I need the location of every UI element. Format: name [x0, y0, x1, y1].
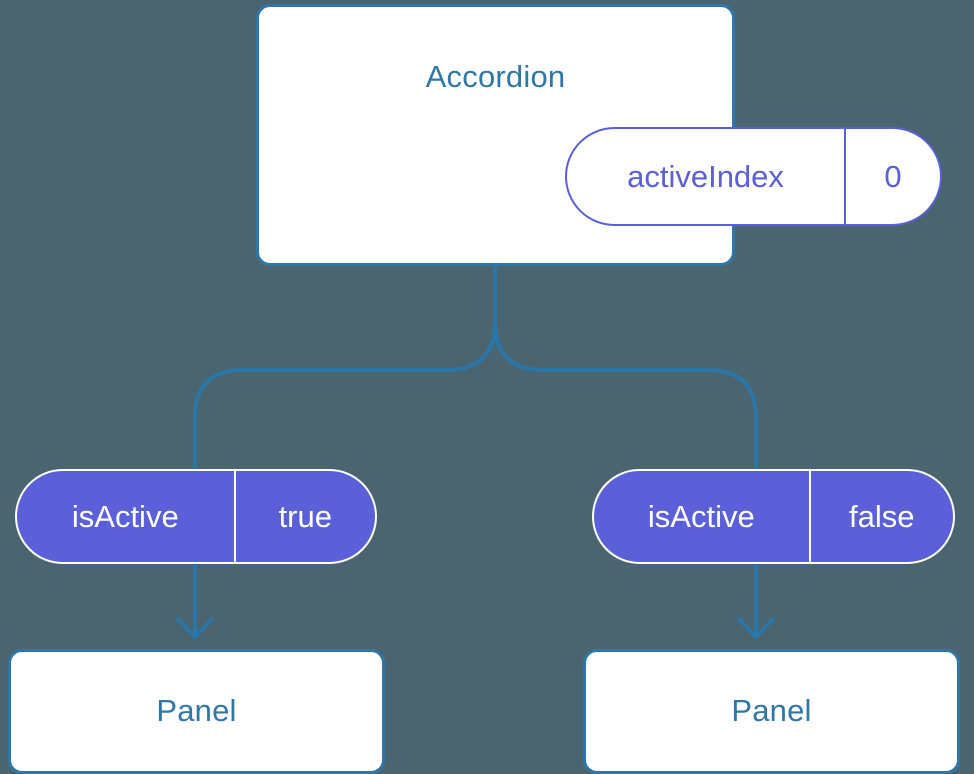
panel-title-left: Panel	[156, 693, 237, 728]
panel-component-card-right[interactable]: Panel	[583, 649, 960, 774]
prop-value-is-active-right: false	[808, 471, 953, 562]
prop-key-is-active-right: isActive	[647, 499, 755, 534]
accordion-title: Accordion	[425, 59, 566, 94]
arrow-down-icon	[737, 617, 775, 639]
prop-pill-active-index[interactable]: activeIndex 0	[565, 127, 942, 226]
arrow-down-icon	[176, 617, 214, 639]
prop-pill-is-active-left[interactable]: isActive true	[15, 469, 377, 564]
accordion-component-card[interactable]: Accordion activeIndex 0	[256, 4, 942, 266]
panel-title-right: Panel	[731, 693, 812, 728]
panel-component-card-left[interactable]: Panel	[8, 649, 385, 774]
prop-value-active-index: 0	[844, 129, 940, 224]
prop-value-is-active-left: true	[233, 471, 375, 562]
prop-key-active-index: activeIndex	[627, 159, 784, 194]
tree-split-connector-icon	[193, 264, 497, 473]
prop-key-is-active-left: isActive	[71, 499, 179, 534]
prop-pill-is-active-right[interactable]: isActive false	[592, 469, 955, 564]
tree-split-connector-icon	[493, 264, 758, 473]
